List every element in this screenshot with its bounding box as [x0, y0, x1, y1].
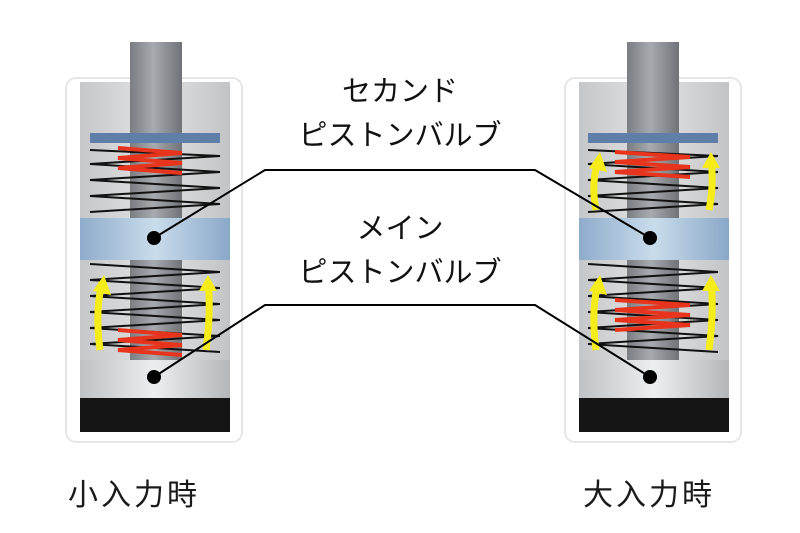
leader-second-valve [153, 169, 651, 239]
lower-spring [89, 263, 221, 353]
leader-main-valve [153, 304, 651, 378]
lower-red-spring [614, 298, 691, 332]
flow-arrow-upper-right-head [702, 152, 720, 168]
base [579, 398, 729, 432]
base [80, 398, 230, 432]
upper-spring [89, 149, 221, 213]
flow-arrow-lower-right-head [702, 275, 720, 291]
flow-arrow-upper-left-head [589, 152, 607, 172]
second-valve-plate [588, 133, 718, 143]
upper-red-spring [614, 150, 691, 179]
flow-arrow-lower-left-head [589, 275, 607, 295]
lower-red-spring [117, 328, 183, 357]
flow-arrow-lower-right [705, 281, 716, 351]
main-valve-label-line1: メイン [356, 211, 443, 245]
flow-arrow-right-head [199, 275, 217, 291]
absorber-large-input [564, 42, 742, 443]
flow-arrow-left-head [93, 275, 111, 295]
second-valve-plate [90, 133, 220, 143]
caption-large-input: 大入力時 [583, 478, 715, 513]
leader-lines [153, 169, 651, 378]
flow-arrow-right [202, 281, 213, 351]
caption-small-input: 小入力時 [68, 478, 200, 513]
second-valve-label-line2: ピストンバルブ [298, 118, 501, 152]
upper-red-spring [117, 146, 183, 175]
second-valve-label-line1: セカンド [342, 74, 458, 108]
absorber-small-input [65, 42, 243, 443]
main-valve-label-line2: ピストンバルブ [298, 255, 501, 289]
